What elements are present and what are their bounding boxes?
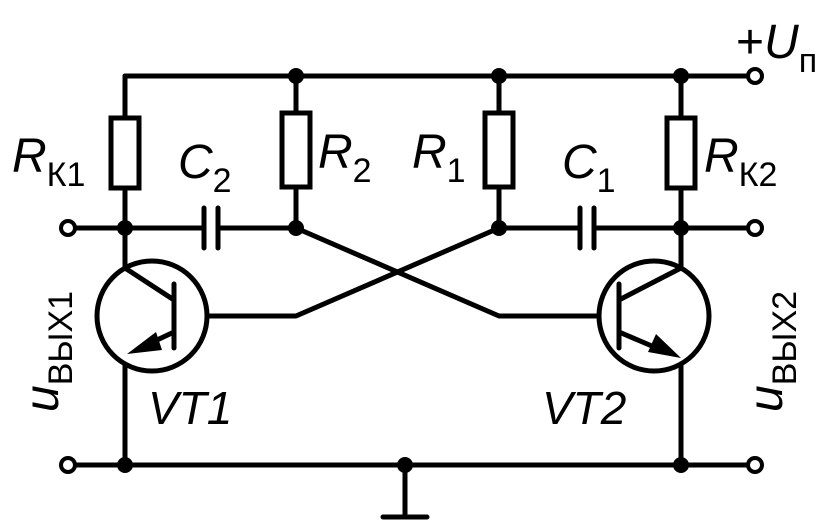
junction-dot xyxy=(673,457,689,473)
rk1-resistor xyxy=(108,115,142,191)
r1-resistor xyxy=(482,110,516,190)
rk2-resistor xyxy=(664,115,698,191)
vt1-transistor xyxy=(94,258,210,374)
cross-wire-r1-to-vt1 xyxy=(171,225,502,319)
out2-label: uВЫХ2 xyxy=(740,291,804,412)
rk2-label: RК2 xyxy=(704,130,777,194)
r1-label: R1 xyxy=(412,126,466,190)
c1-label: C1 xyxy=(562,136,616,200)
junction-dot xyxy=(288,220,304,236)
supply-label: +Uп xyxy=(736,16,817,80)
out2-terminal xyxy=(746,219,764,237)
ground-terminal-left xyxy=(59,456,77,474)
junction-dot xyxy=(491,68,507,84)
r2-label: R2 xyxy=(318,126,372,190)
junction-dot xyxy=(397,457,413,473)
out1-label: uВЫХ1 xyxy=(16,291,80,412)
out1-terminal xyxy=(59,219,77,237)
r2-resistor xyxy=(279,110,313,190)
junction-dot xyxy=(673,68,689,84)
vt2-transistor xyxy=(596,258,712,374)
junction-dot xyxy=(673,220,689,236)
junction-dot xyxy=(117,220,133,236)
supply-terminal xyxy=(746,67,764,85)
junction-dot xyxy=(117,457,133,473)
ground-terminal-right xyxy=(746,456,764,474)
junction-dot xyxy=(491,220,507,236)
rk1-label: RК1 xyxy=(12,130,85,194)
junction-dot xyxy=(288,68,304,84)
cross-wire-r2-to-vt2 xyxy=(293,225,622,319)
vt2-label: VT2 xyxy=(542,382,626,434)
c2-label: C2 xyxy=(178,136,232,200)
vt1-label: VT1 xyxy=(148,382,232,434)
